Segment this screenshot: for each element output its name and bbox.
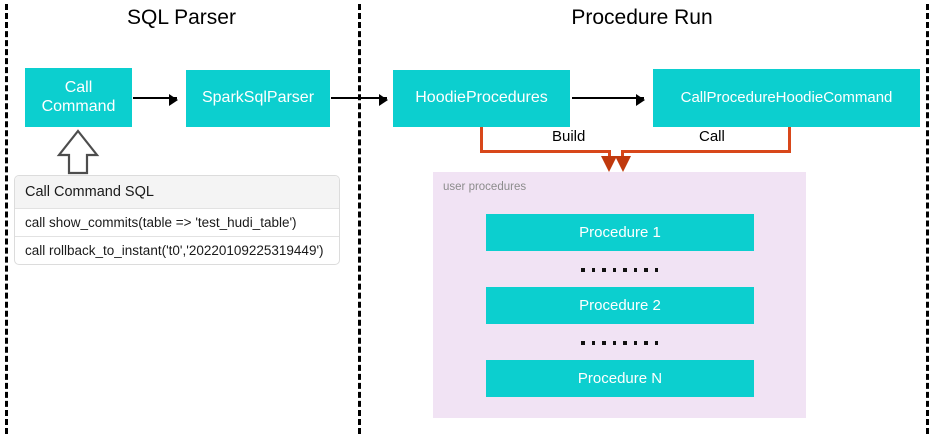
node-hoodie-procedures[interactable]: HoodieProcedures [393, 70, 570, 127]
section-title-procedure-run: Procedure Run [571, 6, 713, 29]
node-call-command[interactable]: Call Command [25, 68, 132, 127]
procedure-box-n[interactable]: Procedure N [486, 360, 754, 397]
ellipsis-dots-1 [581, 268, 658, 272]
section-title-sql-parser: SQL Parser [127, 6, 236, 29]
arrow-call-command-to-spark-parser [133, 94, 178, 106]
node-spark-sql-parser[interactable]: SparkSqlParser [186, 70, 330, 127]
edge-label-call: Call [694, 128, 730, 145]
user-procedures-label: user procedures [443, 181, 527, 193]
call-connector-horizontal [621, 150, 791, 153]
sql-table-row-1: call show_commits(table => 'test_hudi_ta… [15, 209, 339, 237]
sql-table-header: Call Command SQL [15, 176, 339, 209]
ellipsis-dots-2 [581, 341, 658, 345]
sql-table-row-2: call rollback_to_instant('t0','202201092… [25, 243, 324, 258]
build-connector-horizontal [480, 150, 611, 153]
node-call-command-line1: Call [64, 79, 93, 97]
call-connector-vertical-right [788, 127, 791, 152]
divider-middle [358, 4, 361, 434]
build-connector-vertical-down [608, 150, 611, 158]
arrow-spark-parser-to-hoodie-procedures [331, 94, 388, 106]
node-call-procedure-hoodie-command[interactable]: CallProcedureHoodieCommand [653, 69, 920, 127]
call-command-sql-table: Call Command SQL call show_commits(table… [14, 175, 340, 265]
build-arrowhead-icon [601, 156, 617, 172]
build-connector-vertical-left [480, 127, 483, 152]
divider-left [5, 4, 8, 434]
procedure-box-2[interactable]: Procedure 2 [486, 287, 754, 324]
divider-right [926, 4, 929, 434]
hollow-up-arrow-icon [55, 129, 101, 180]
call-arrowhead-icon [615, 156, 631, 172]
node-call-command-line2: Command [41, 97, 116, 115]
call-connector-vertical-down [621, 150, 624, 158]
arrow-hoodie-procedures-to-call-procedure-command [572, 94, 645, 106]
procedure-box-1[interactable]: Procedure 1 [486, 214, 754, 251]
edge-label-build: Build [547, 128, 591, 145]
